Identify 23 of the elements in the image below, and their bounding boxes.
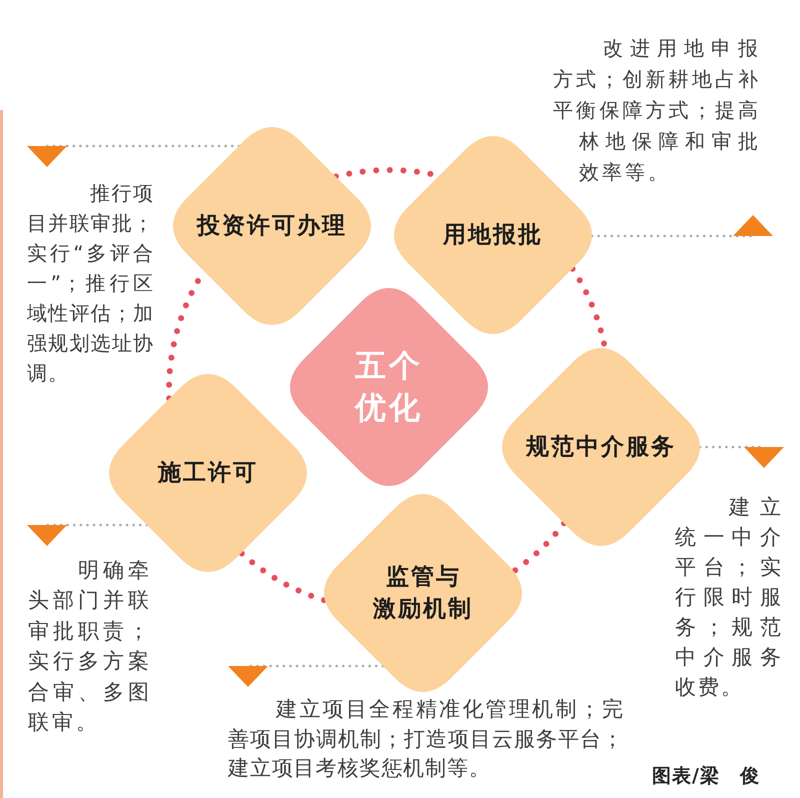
topic-diamond xyxy=(173,127,371,325)
description-text: 建立项目全程精准化管理机制；完善项目协调机制；打造项目云服务平台；建立项目考核奖惩机制等。 xyxy=(228,696,624,782)
credit-text: 图表/梁 俊 xyxy=(652,764,760,789)
leader-line xyxy=(698,446,784,468)
topic-label: 监管与激励机制 xyxy=(372,563,474,624)
topic-label: 规范中介服务 xyxy=(526,433,676,462)
topic-label: 投资许可办理 xyxy=(197,212,347,241)
leader-line xyxy=(27,524,148,546)
leader-line xyxy=(27,144,240,167)
leader-line xyxy=(590,215,773,238)
description-text: 明确牵头部门并联审批职责；实行多方案合审、多图联审。 xyxy=(28,557,152,736)
description-text: 推行项目并联审批；实行“多评合一”；推行区域性评估；加强规划选址协调。 xyxy=(27,180,154,387)
leader-line xyxy=(228,664,384,687)
topic-label: 施工许可 xyxy=(158,459,258,488)
description-text: 改进用地申报方式；创新耕地占补平衡保障方式；提高林地保障和审批效率等。 xyxy=(553,35,761,186)
topic-diamond xyxy=(324,494,522,692)
dotted-ring-arc xyxy=(511,520,568,574)
description-text: 建立统一中介平台；实行限时服务；规范中介服务收费。 xyxy=(675,494,783,701)
topic-label: 用地报批 xyxy=(443,221,543,250)
topic-diamond xyxy=(502,348,700,546)
center-diamond xyxy=(290,288,488,486)
dotted-ring-arc xyxy=(238,550,327,604)
center-label: 五个优化 xyxy=(354,347,424,428)
